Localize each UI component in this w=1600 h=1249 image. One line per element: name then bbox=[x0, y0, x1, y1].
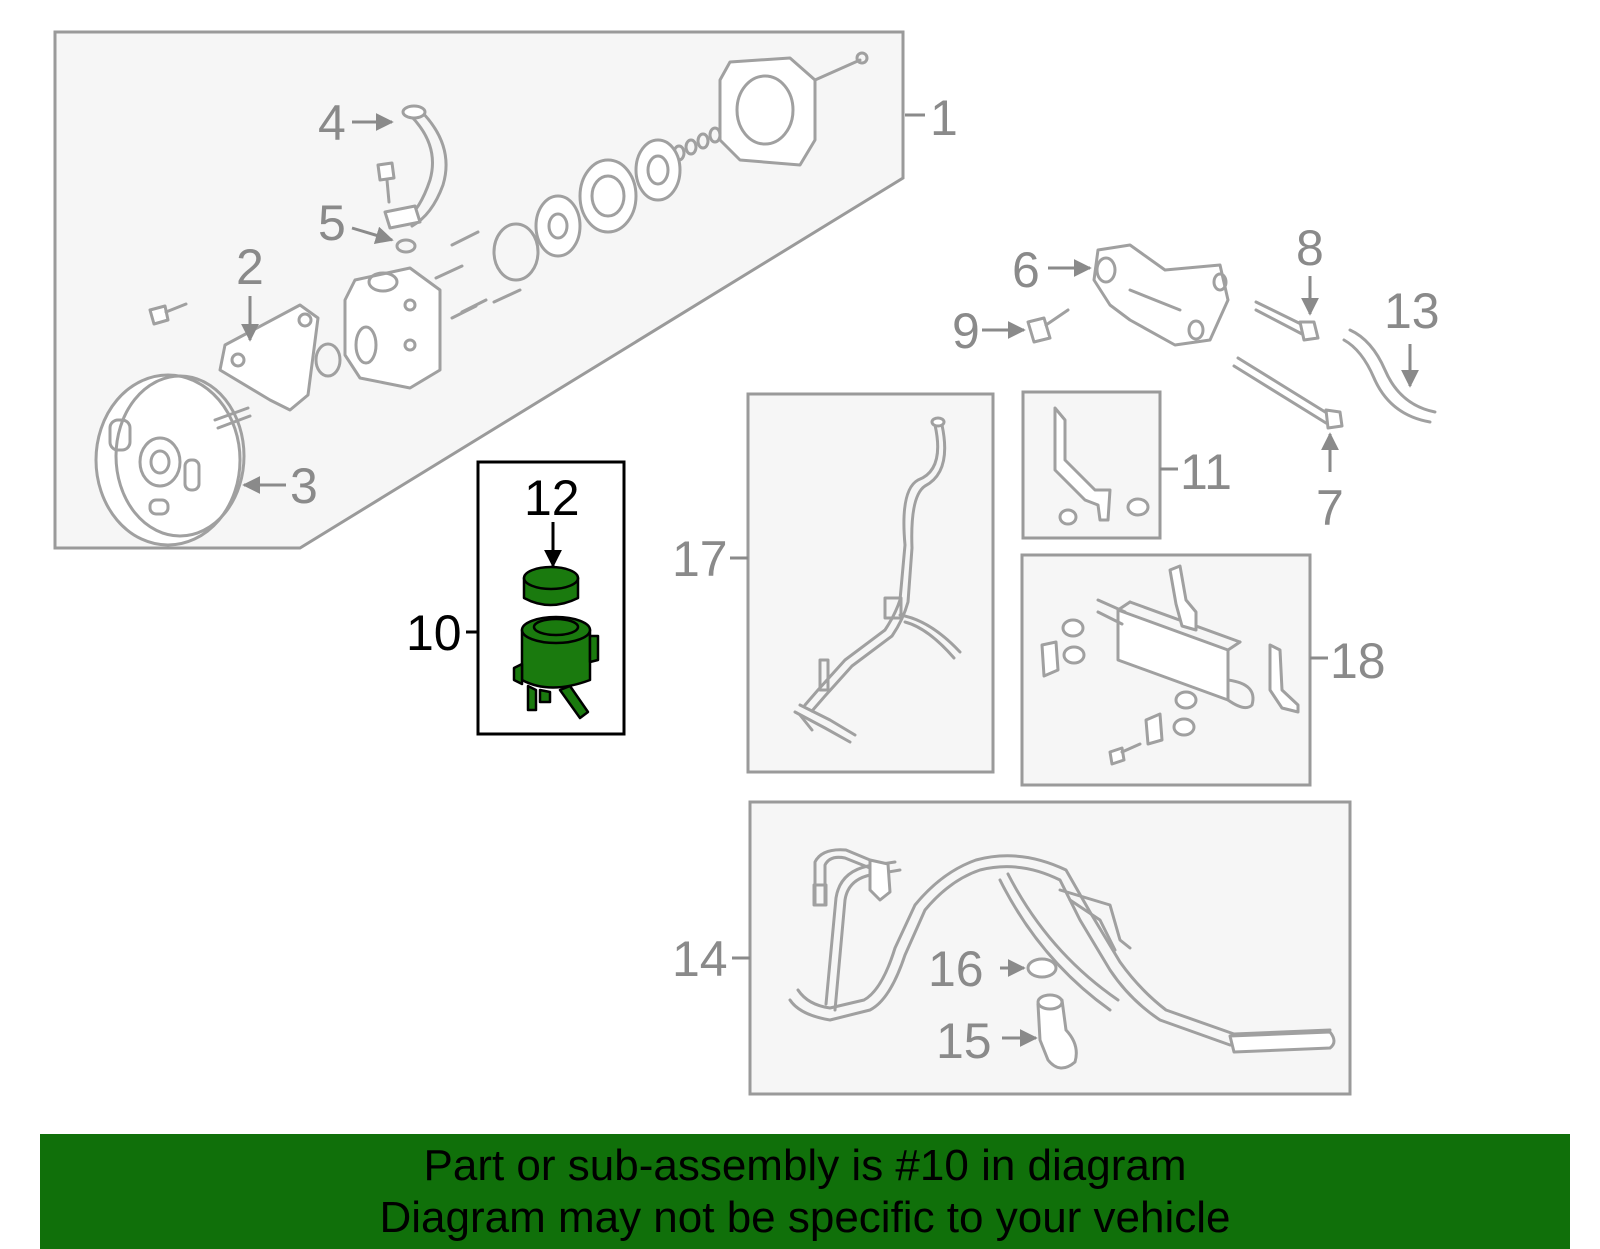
reservoir-tank bbox=[512, 615, 600, 720]
callout-13[interactable]: 13 bbox=[1384, 283, 1440, 339]
callout-8[interactable]: 8 bbox=[1296, 220, 1324, 276]
bolt-8 bbox=[1254, 300, 1320, 342]
hose-17-box bbox=[746, 392, 995, 774]
callout-1[interactable]: 1 bbox=[930, 90, 958, 146]
pump-bolt bbox=[376, 161, 396, 204]
banner-line-1: Part or sub-assembly is #10 in diagram bbox=[423, 1140, 1187, 1190]
callout-17[interactable]: 17 bbox=[672, 531, 728, 587]
bracket-11-group: 11 bbox=[1021, 390, 1232, 540]
hose-17-group: 17 bbox=[672, 392, 995, 774]
reservoir-cap bbox=[522, 565, 580, 607]
callout-12[interactable]: 12 bbox=[524, 470, 580, 526]
mount-bracket bbox=[1092, 243, 1230, 347]
pump-assembly-group: 1 bbox=[53, 30, 958, 550]
pump-bracket bbox=[218, 303, 320, 412]
callout-2[interactable]: 2 bbox=[236, 239, 264, 295]
bolt-9 bbox=[1026, 308, 1070, 344]
callout-10[interactable]: 10 bbox=[406, 605, 462, 661]
callout-6[interactable]: 6 bbox=[1012, 242, 1040, 298]
seal-ring bbox=[395, 238, 417, 254]
callout-14[interactable]: 14 bbox=[672, 931, 728, 987]
bracket-hardware-group: 6 9 8 7 13 bbox=[952, 220, 1440, 536]
callout-15[interactable]: 15 bbox=[936, 1013, 992, 1069]
pump-cam-plates bbox=[492, 138, 682, 282]
pump-assembly-box bbox=[53, 30, 905, 550]
pump-body bbox=[314, 266, 442, 390]
info-banner: Part or sub-assembly is #10 in diagram D… bbox=[40, 1134, 1570, 1249]
callout-11[interactable]: 11 bbox=[1180, 444, 1232, 500]
clamp-16 bbox=[1026, 957, 1058, 979]
hose-13 bbox=[1342, 328, 1437, 424]
bolt-7 bbox=[1232, 356, 1344, 430]
callout-4[interactable]: 4 bbox=[318, 95, 346, 151]
banner-line-2: Diagram may not be specific to your vehi… bbox=[379, 1192, 1231, 1242]
return-hose bbox=[788, 848, 1336, 1054]
bracket-bolt bbox=[148, 302, 188, 326]
callout-3[interactable]: 3 bbox=[290, 458, 318, 514]
reservoir-group[interactable]: 10 12 bbox=[406, 460, 626, 736]
cooler-18-group: 18 bbox=[1020, 553, 1386, 787]
pressure-hose bbox=[793, 416, 962, 744]
hose-14-group: 14 16 15 bbox=[672, 800, 1352, 1096]
pump-rear-housing bbox=[718, 51, 869, 167]
o-ring-set bbox=[672, 126, 722, 162]
pump-pulley bbox=[94, 373, 252, 547]
cooler-18-box bbox=[1020, 553, 1312, 787]
callout-7[interactable]: 7 bbox=[1316, 480, 1344, 536]
inlet-pipe bbox=[383, 104, 448, 230]
bracket-clip bbox=[1053, 406, 1150, 526]
callout-18[interactable]: 18 bbox=[1330, 633, 1386, 689]
fitting-15 bbox=[1036, 993, 1078, 1070]
pump-pins bbox=[434, 230, 522, 320]
callout-16[interactable]: 16 bbox=[928, 941, 984, 997]
oil-cooler bbox=[1040, 564, 1300, 766]
callout-9[interactable]: 9 bbox=[952, 303, 980, 359]
callout-5[interactable]: 5 bbox=[318, 195, 346, 251]
